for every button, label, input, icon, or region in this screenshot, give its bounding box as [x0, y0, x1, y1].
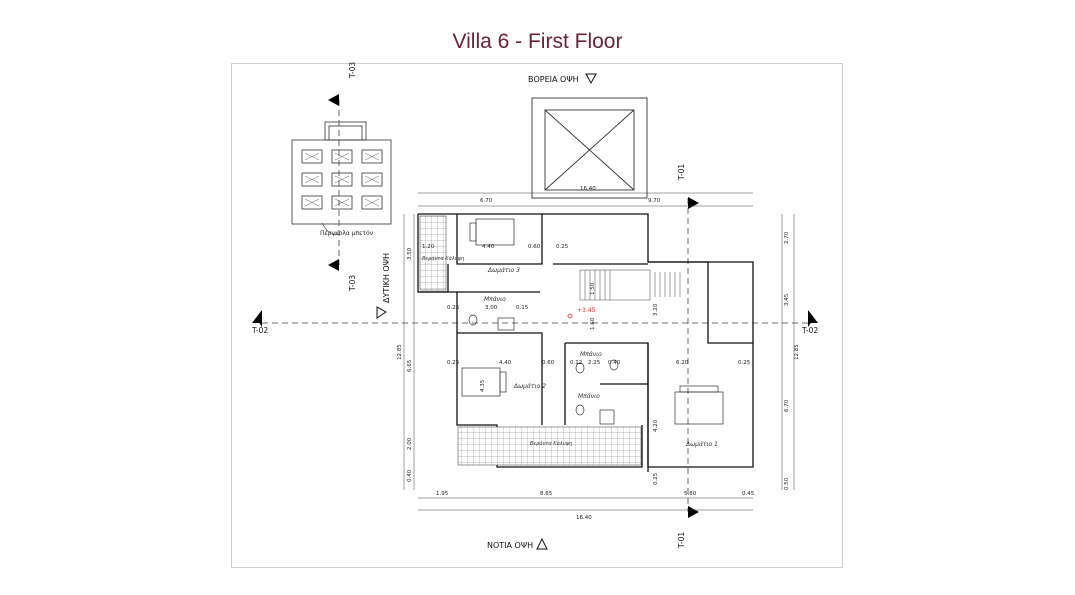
south-elevation-label: ΝΟΤΙΑ ΟΨΗ: [487, 541, 533, 550]
dim-i-440a: 4.40: [482, 244, 495, 250]
room-bedroom-1: Δωμάτιο 1: [685, 441, 718, 448]
north-elevation-label: ΒΟΡΕΙΑ ΟΨΗ: [528, 75, 579, 84]
pergola-detail: [291, 121, 392, 236]
dim-bottom-c: 5.80: [684, 491, 697, 497]
dim-i-060a: 0.60: [528, 244, 541, 250]
south-balcony-tiles: [457, 426, 642, 466]
sanitary-fixtures: [468, 314, 619, 425]
dim-i-300: 3.00: [485, 305, 498, 311]
section-t01-top: T-01: [677, 164, 686, 181]
section-line-t02: [252, 310, 818, 327]
dim-i-025b: 0.25: [447, 360, 460, 366]
room-balcony-west: Βεράντα Κάλυψη: [422, 255, 464, 262]
dim-top-right: 9.70: [648, 198, 661, 204]
room-bedroom-2: Δωμάτιο 2: [513, 383, 546, 390]
dim-left-a: 3.50: [407, 247, 413, 260]
room-bath-1: Μπάνιο: [484, 296, 506, 303]
dim-top-left: 6.70: [480, 198, 493, 204]
dim-i-160: 1.60: [590, 317, 596, 330]
dim-left-c: 2.00: [407, 437, 413, 450]
page-title: Villa 6 - First Floor: [452, 30, 623, 53]
dim-i-150: 1.50: [590, 282, 596, 295]
dim-i-015: 0.15: [516, 305, 529, 311]
dim-right-total: 12.85: [794, 344, 800, 360]
dim-i-025a: 0.25: [556, 244, 569, 250]
section-t03-top: T-03: [348, 62, 357, 79]
west-elevation-arrow-icon: [376, 306, 387, 319]
room-bath-2: Μπάνιο: [580, 351, 602, 358]
level-mark-icon: [567, 313, 573, 319]
dim-bottom-b: 8.65: [540, 491, 553, 497]
dim-i-225: 2.25: [588, 360, 601, 366]
dim-i-620: 6.20: [676, 360, 689, 366]
staircase: [579, 269, 681, 301]
room-bath-3: Μπάνιο: [578, 393, 600, 400]
section-t02-right: T-02: [801, 326, 818, 335]
south-elevation-arrow-icon: [536, 537, 548, 550]
dim-left-total: 12.85: [397, 344, 403, 360]
section-line-t01: [687, 197, 699, 518]
north-elevation-arrow-icon: [585, 73, 597, 85]
dim-i-435: 4.35: [480, 379, 486, 392]
dim-i-420: 4.20: [653, 419, 659, 432]
section-t03-mid: T-03: [348, 275, 357, 292]
dim-right-c: 6.70: [784, 399, 790, 412]
dim-bottom-a: 1.95: [436, 491, 449, 497]
dim-right-d: 0.50: [784, 477, 790, 490]
room-balcony-south: Βεράντα Κάλυψη: [530, 440, 572, 447]
dim-left-d: 0.40: [407, 469, 413, 482]
west-balcony-tiles: [419, 215, 447, 291]
west-elevation-label: ΔΥΤΙΚΗ ΟΨΗ: [382, 253, 391, 303]
dim-bottom-total: 16.40: [576, 515, 592, 521]
pergola-label: Πέργκολα μπετόν: [320, 230, 374, 237]
dim-i-060b: 0.60: [542, 360, 555, 366]
dim-i-040: 0.40: [608, 360, 621, 366]
section-t01-bottom: T-01: [677, 532, 686, 549]
north-terrace: [531, 97, 648, 199]
drawing-sheet: [231, 63, 843, 568]
section-t02-left: T-02: [251, 326, 268, 335]
dim-i-025e: 0.25: [653, 472, 659, 485]
level-mark: +3.45: [577, 307, 596, 314]
dimension-lines: [403, 192, 795, 511]
dim-i-440b: 4.40: [499, 360, 512, 366]
dim-i-120: 1.20: [422, 244, 435, 250]
main-walls: [417, 213, 754, 472]
dim-i-012: 0.12: [570, 360, 582, 366]
room-bedroom-3: Δωμάτιο 3: [487, 267, 520, 274]
dim-right-a: 2.70: [784, 231, 790, 244]
dim-top-total: 16.40: [580, 186, 596, 192]
dim-bottom-d: 0.45: [742, 491, 755, 497]
dim-right-b: 3.45: [784, 293, 790, 306]
section-line-t03: [328, 94, 340, 271]
dim-i-025c: 0.25: [738, 360, 751, 366]
beds: [461, 218, 724, 425]
dim-left-b: 6.65: [407, 359, 413, 372]
dim-i-025d: 0.25: [447, 305, 460, 311]
dim-i-320: 3.20: [653, 303, 659, 316]
